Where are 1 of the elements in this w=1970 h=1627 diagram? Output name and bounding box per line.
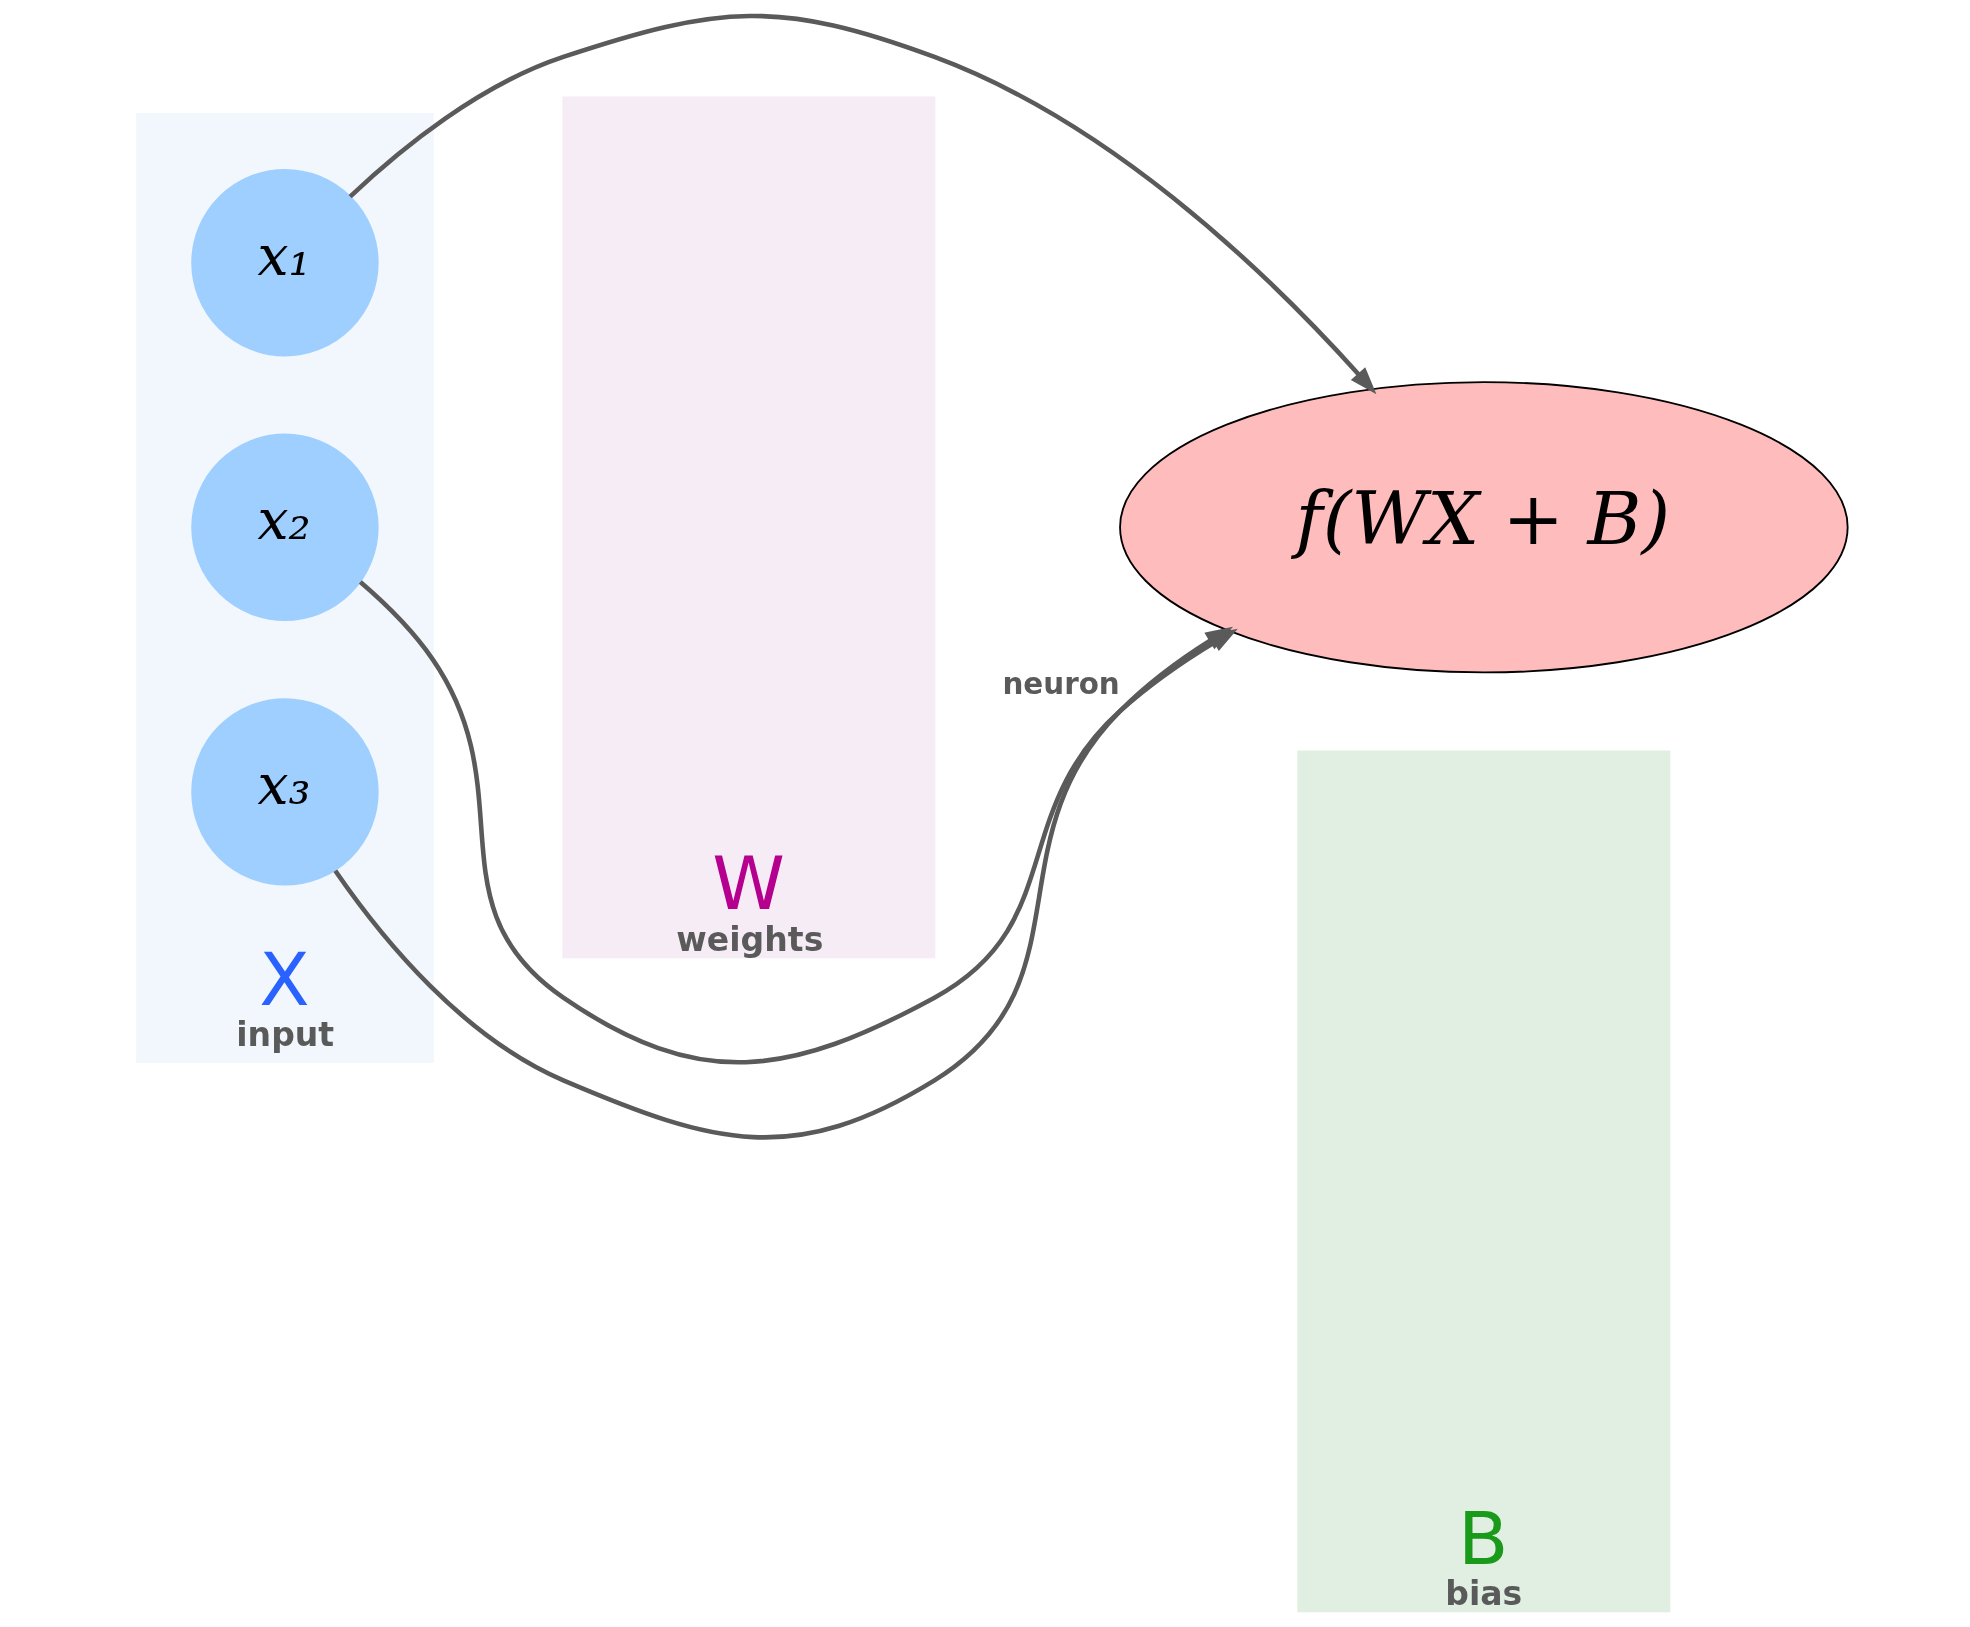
node-label: neuron: [1002, 667, 1120, 702]
